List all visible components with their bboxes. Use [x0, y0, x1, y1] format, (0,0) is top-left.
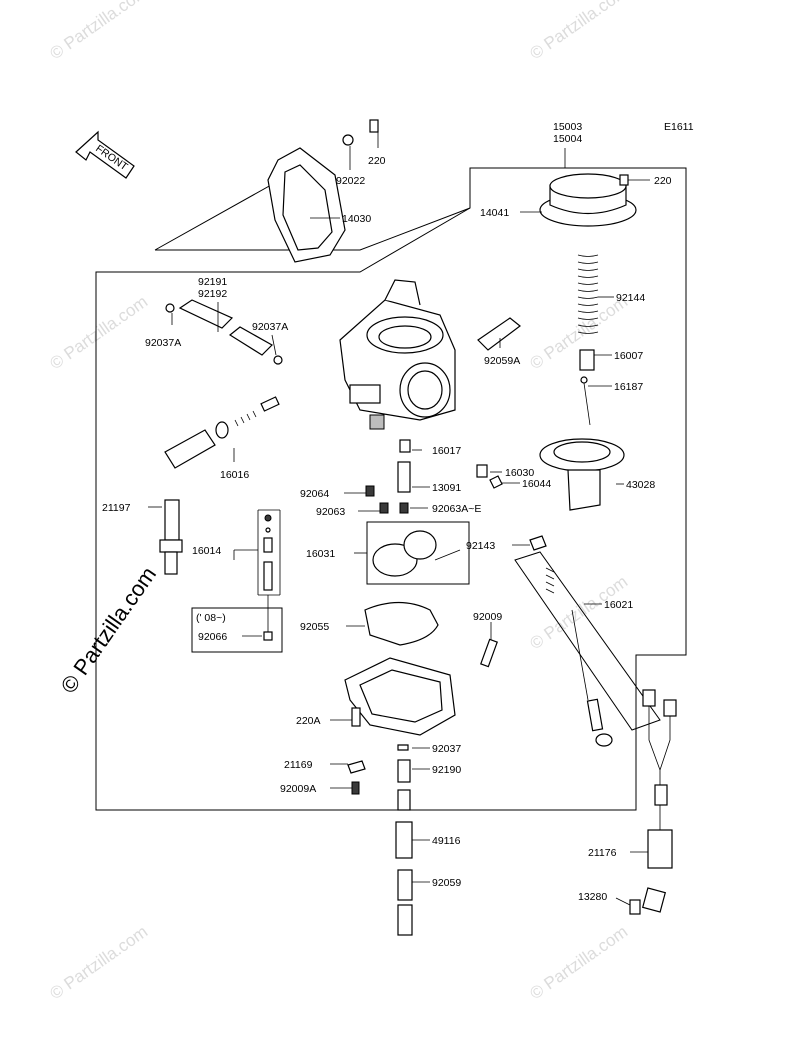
label-92059a: 92059A: [484, 355, 520, 367]
label-16014: 16014: [192, 545, 221, 557]
float-bowl-gasket-part[interactable]: [364, 601, 439, 646]
label-21197: 21197: [102, 502, 131, 514]
label-15004: 15004: [553, 133, 582, 145]
watermarks: © Partzilla.com © Partzilla.com © Partzi…: [46, 0, 631, 1003]
pilot-screw-part[interactable]: [164, 396, 280, 469]
label-92022: 92022: [336, 175, 365, 187]
label-15003: 15003: [553, 121, 582, 133]
label-16017: 16017: [432, 445, 461, 457]
float-bowl-part[interactable]: [344, 657, 456, 736]
label-13280: 13280: [578, 891, 607, 903]
label-92064: 92064: [300, 488, 329, 500]
diagram-code: E1611: [664, 121, 694, 133]
label-92037a-left: 92037A: [145, 337, 181, 349]
part-number-labels: 15003 15004 220 220 92022 14030 14041 92…: [102, 121, 672, 903]
label-16016: 16016: [220, 469, 249, 481]
watermark-top-left: © Partzilla.com: [46, 0, 151, 63]
label-16021: 16021: [604, 599, 633, 611]
heater-bracket-part[interactable]: [629, 887, 667, 915]
watermark-lower-right: © Partzilla.com: [526, 572, 631, 653]
washer-92022: [342, 134, 354, 146]
vent-hoses-part[interactable]: [165, 299, 283, 365]
jet-needle-part[interactable]: [580, 376, 591, 426]
choke-plunger-part[interactable]: [159, 499, 183, 575]
assembly-frame: [95, 167, 687, 811]
label-edition-note: (' 08~): [196, 612, 226, 624]
label-92063: 92063: [316, 506, 345, 518]
small-jets-part[interactable]: [365, 439, 503, 514]
leader-lines: [148, 132, 650, 906]
carburetor-body-part[interactable]: [339, 279, 456, 430]
top-cap-part[interactable]: [539, 173, 637, 227]
label-13091: 13091: [432, 482, 461, 494]
label-92143: 92143: [466, 540, 495, 552]
drain-fittings-part[interactable]: [347, 744, 413, 936]
watermark-mid-left: © Partzilla.com: [46, 292, 151, 373]
label-16007: 16007: [614, 350, 643, 362]
label-92192: 92192: [198, 288, 227, 300]
accelerator-pump-part[interactable]: [366, 521, 470, 585]
label-92191: 92191: [198, 276, 227, 288]
label-92037: 92037: [432, 743, 461, 755]
label-92144: 92144: [616, 292, 645, 304]
label-92009: 92009: [473, 611, 502, 623]
label-16044: 16044: [522, 478, 551, 490]
drain-hose-part[interactable]: [477, 317, 521, 351]
watermark-bottom-right: © Partzilla.com: [526, 922, 631, 1003]
screw-220A-part[interactable]: [351, 707, 361, 727]
screw-92009-part[interactable]: [480, 638, 498, 668]
label-49116: 49116: [432, 835, 461, 847]
front-arrow-icon: FRONT: [75, 130, 135, 179]
label-92190: 92190: [432, 764, 461, 776]
label-92059: 92059: [432, 877, 461, 889]
label-16031: 16031: [306, 548, 335, 560]
label-14030: 14030: [342, 213, 371, 225]
label-16187: 16187: [614, 381, 643, 393]
label-92066: 92066: [198, 631, 227, 643]
watermark-large: © Partzilla.com: [56, 562, 162, 698]
edition-box: [191, 607, 283, 653]
top-cover-part[interactable]: [267, 119, 379, 263]
carb-heater-wiring-part[interactable]: [642, 689, 677, 869]
throttle-assembly-outline: [514, 551, 661, 731]
label-92037a-right: 92037A: [252, 321, 288, 333]
cover-subframe: [154, 179, 471, 251]
label-14041: 14041: [480, 207, 509, 219]
label-92063a-e: 92063A~E: [432, 503, 481, 515]
label-92009a: 92009A: [280, 783, 316, 795]
watermark-top-right: © Partzilla.com: [526, 0, 631, 63]
label-21169: 21169: [284, 759, 313, 771]
label-220-right: 220: [654, 175, 672, 187]
watermark-bottom-left: © Partzilla.com: [46, 922, 151, 1003]
label-16030: 16030: [505, 467, 534, 479]
label-21176: 21176: [588, 847, 617, 859]
label-220-top: 220: [368, 155, 386, 167]
needle-holder-part[interactable]: [579, 349, 595, 371]
spring-part[interactable]: [577, 254, 599, 334]
diaphragm-piston-part[interactable]: [539, 438, 625, 511]
label-92055: 92055: [300, 621, 329, 633]
label-220a: 220A: [296, 715, 321, 727]
main-jet-stack-part[interactable]: [257, 510, 281, 641]
label-43028: 43028: [626, 479, 655, 491]
